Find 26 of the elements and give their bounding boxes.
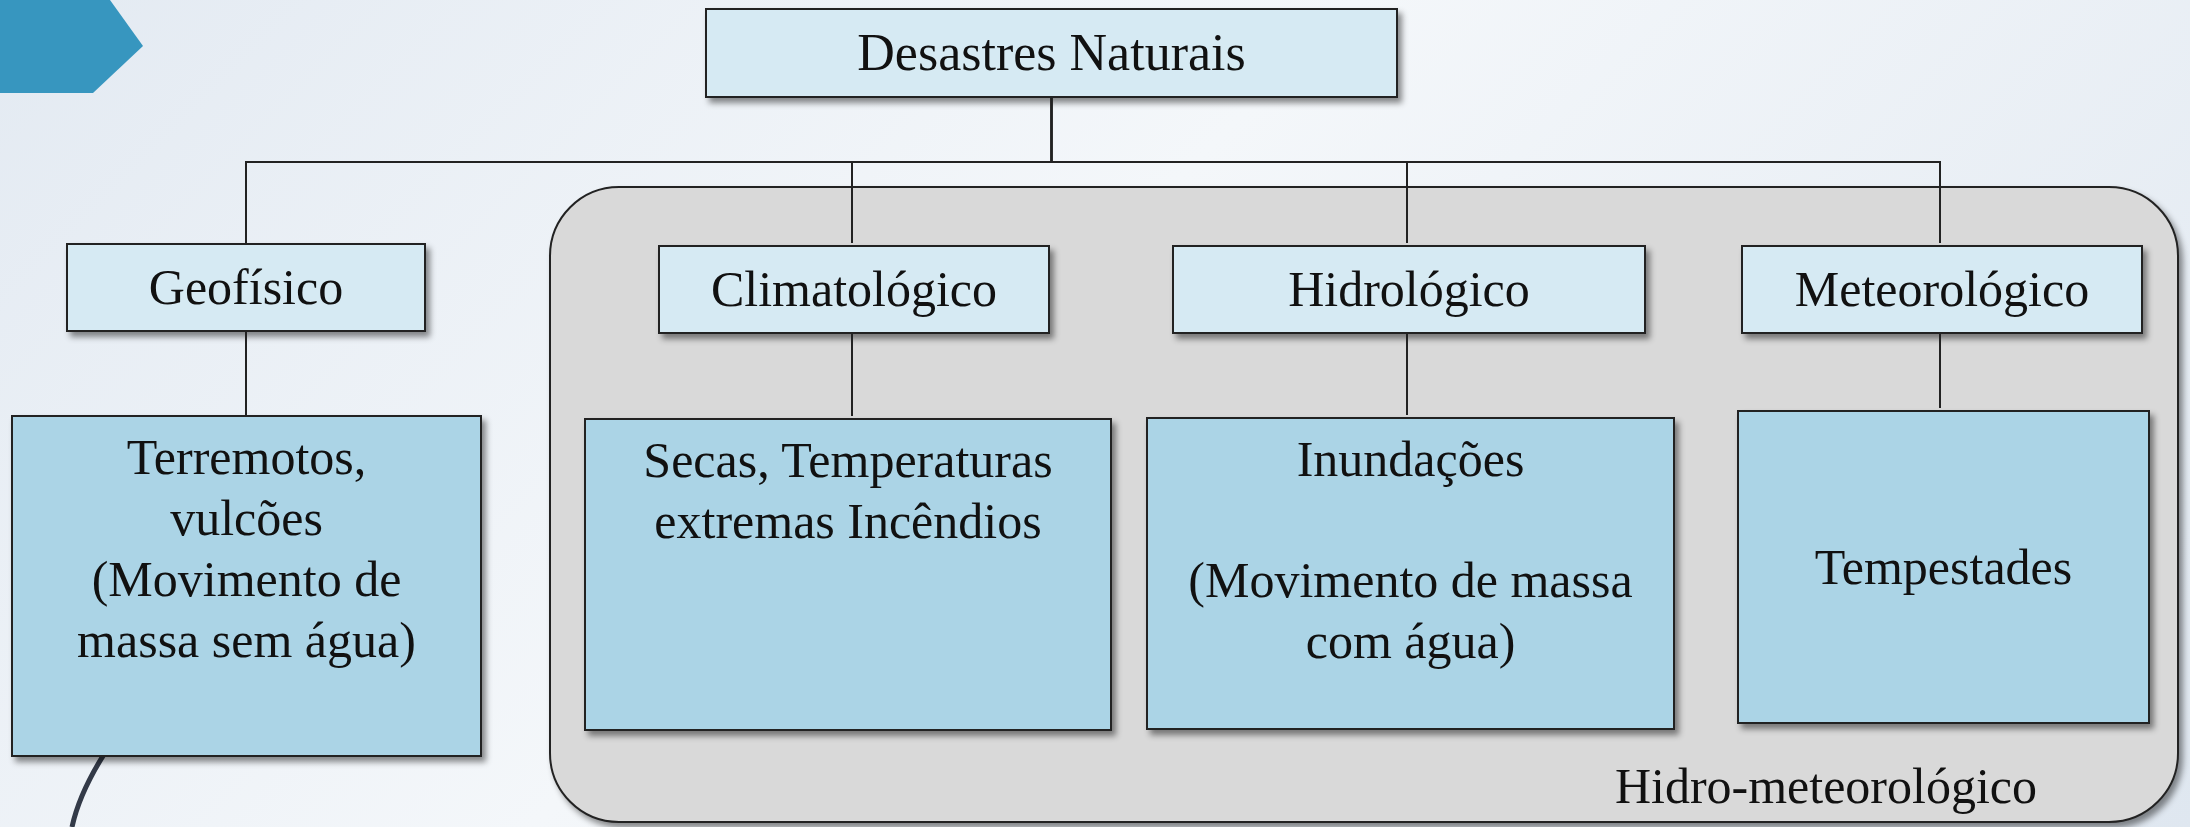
heading-text: Hidrológico: [1288, 260, 1530, 319]
connector-line: [1406, 331, 1408, 416]
detail-box: [584, 418, 1112, 731]
heading-text: Geofísico: [148, 258, 344, 317]
detail-box: [1737, 410, 2150, 724]
description-text: (Movimento de massa com água): [1187, 551, 1634, 671]
heading-text: Climatológico: [710, 260, 998, 319]
description-text: Terremotos, vulcões (Movimento de massa sem água): [76, 428, 417, 670]
category-box: [1741, 245, 2143, 334]
connector-line: [1050, 97, 1941, 244]
connector-line: [245, 331, 247, 416]
detail-box: [1146, 417, 1675, 730]
description-text: Secas, Temperaturas extremas Incêndios: [642, 431, 1054, 551]
group-heading: Hidro-meteorológico: [1614, 757, 2037, 816]
category-box: [66, 243, 426, 332]
connector-line: [1939, 331, 1941, 409]
heading-text: Meteorológico: [1794, 260, 2090, 319]
connector-line: [851, 331, 853, 417]
description-text: Inundações: [1296, 430, 1525, 489]
category-box: [1172, 245, 1646, 334]
group-panel: [549, 186, 2179, 823]
description-text: Tempestades: [1814, 537, 2073, 597]
category-box: [658, 245, 1050, 334]
detail-box: [11, 415, 482, 757]
heading-text: Desastres Naturais: [857, 23, 1246, 84]
title-box: [705, 8, 1398, 98]
